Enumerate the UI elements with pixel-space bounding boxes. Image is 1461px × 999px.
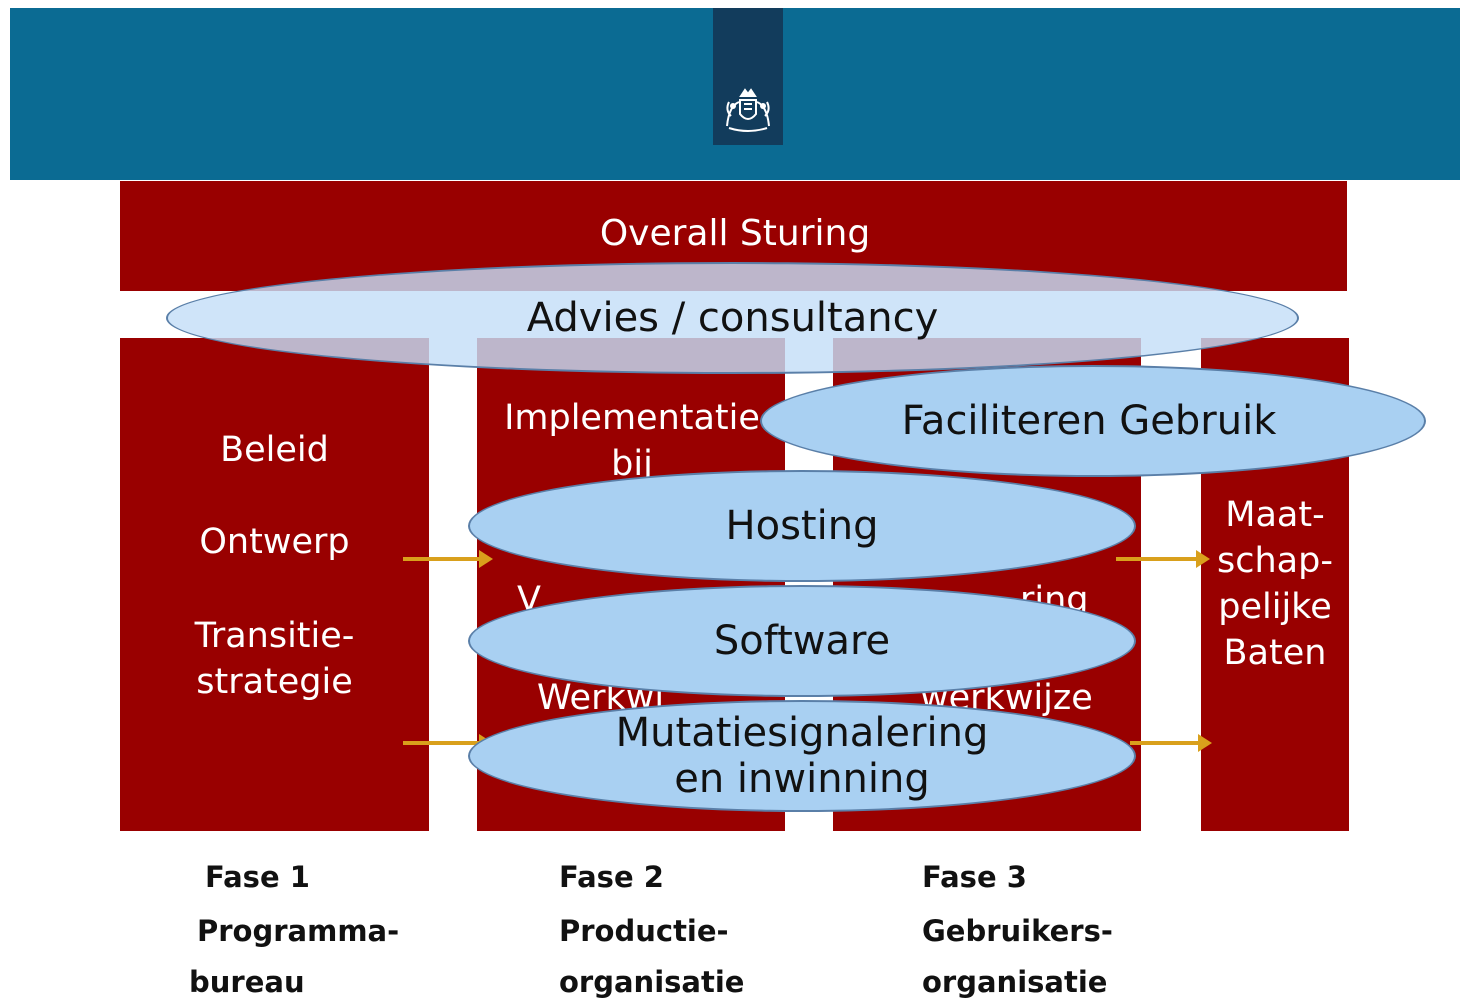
arrow-left-top — [403, 550, 493, 568]
emblem-box — [713, 8, 783, 145]
faciliteren-gebruik-label: Faciliteren Gebruik — [901, 398, 1277, 444]
software-label: Software — [713, 618, 891, 664]
phase-2-line2: organisatie — [559, 965, 745, 999]
phase-1-line1: Programma- — [197, 914, 400, 948]
faciliteren-gebruik-ellipse: Faciliteren Gebruik — [760, 365, 1426, 477]
advies-consultancy-ellipse: Advies / consultancy — [166, 262, 1299, 374]
phase-1-title: Fase 1 — [205, 860, 310, 894]
advies-consultancy-label: Advies / consultancy — [526, 295, 939, 341]
left-line-strategie: strategie — [196, 662, 353, 702]
right-line-schap: schap- — [1217, 541, 1333, 581]
hosting-label: Hosting — [725, 503, 879, 549]
phase-3-line1: Gebruikers- — [922, 914, 1113, 948]
right-line-maat: Maat- — [1225, 495, 1325, 535]
phase-3-title: Fase 3 — [922, 860, 1027, 894]
left-line-transitie: Transitie- — [194, 616, 355, 656]
arrow-left-bottom — [403, 734, 493, 752]
phase-3-line2: organisatie — [922, 965, 1108, 999]
overall-sturing-label: Overall Sturing — [599, 213, 871, 254]
royal-coat-of-arms-icon — [726, 88, 770, 132]
software-ellipse: Software — [468, 585, 1136, 697]
mutatie-label-line1: Mutatiesignalering — [615, 710, 989, 756]
left-column-block — [120, 338, 429, 831]
middle-line-implementatie: Implementatie — [504, 398, 760, 438]
arrow-right-bottom — [1130, 734, 1212, 752]
mutatiesignalering-ellipse: Mutatiesignalering en inwinning — [468, 700, 1136, 812]
left-line-beleid: Beleid — [220, 430, 329, 470]
phase-2-title: Fase 2 — [559, 860, 664, 894]
phase-1-line2: bureau — [189, 965, 305, 999]
phase-2-line1: Productie- — [559, 914, 729, 948]
hosting-ellipse: Hosting — [468, 470, 1136, 582]
mutatie-label-line2: en inwinning — [674, 756, 930, 802]
left-line-ontwerp: Ontwerp — [199, 522, 350, 562]
right-line-baten: Baten — [1223, 633, 1327, 673]
arrow-right-top — [1116, 550, 1210, 568]
right-line-pelijke: pelijke — [1218, 587, 1332, 627]
